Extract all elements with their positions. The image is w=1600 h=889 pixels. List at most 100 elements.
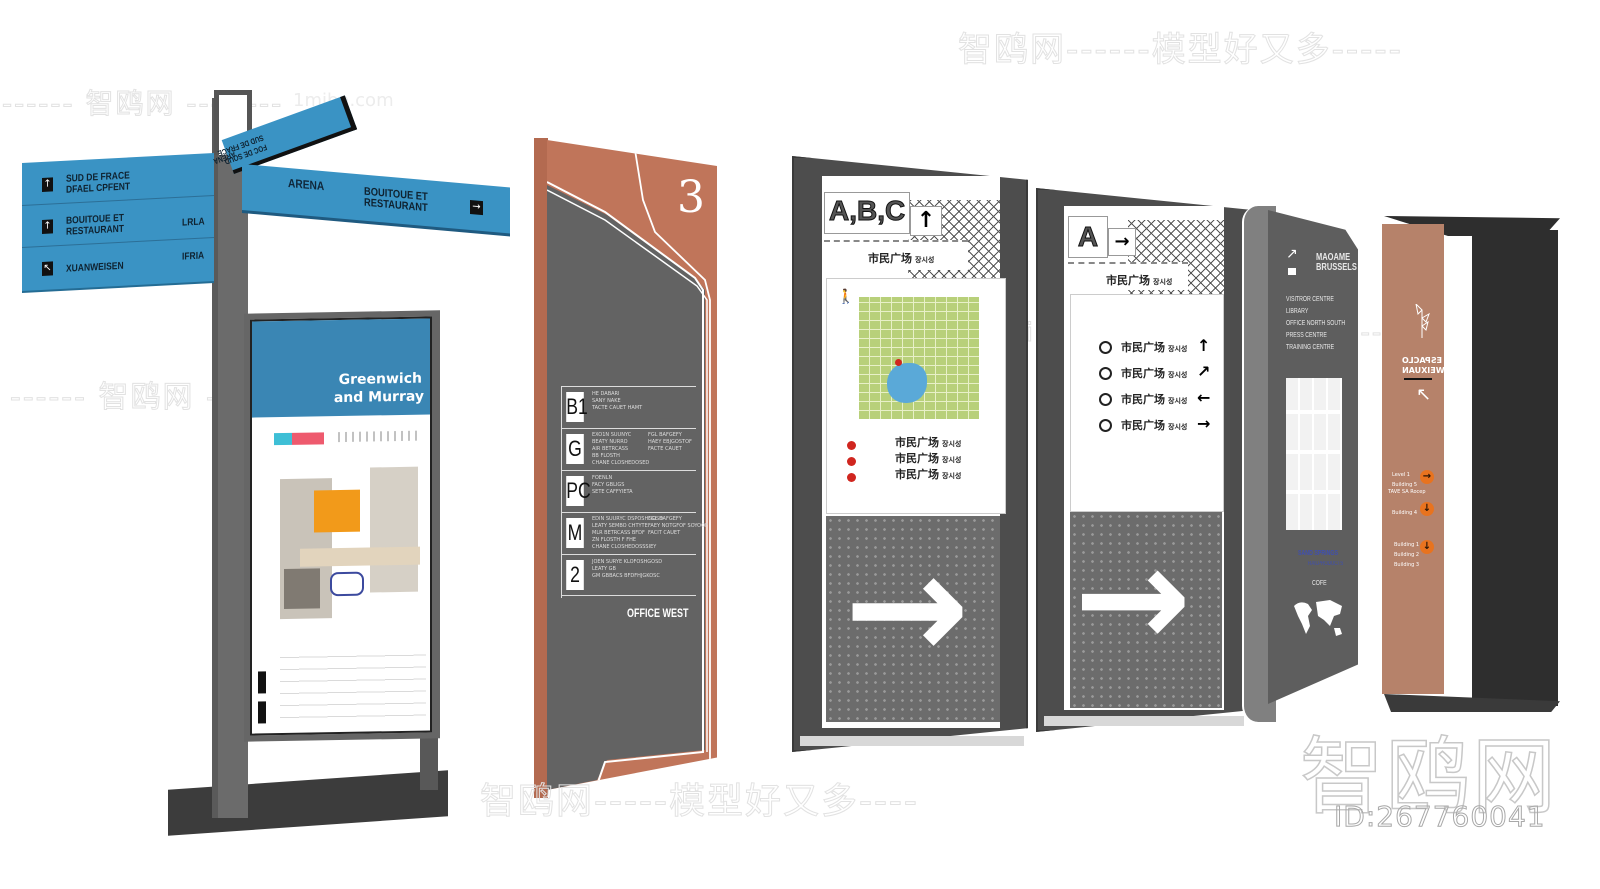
- header-label: A,B,C: [828, 195, 906, 227]
- floor-text: FGL BAFGEFY: [648, 516, 682, 522]
- legend-kr: 장시성: [942, 456, 962, 464]
- pedestrian-icon: 🚶: [837, 289, 855, 305]
- floor-row-g: G EXO1N SUUNYC BEATY NURRO AIR BETRCASS …: [562, 428, 696, 469]
- header-box: A: [1068, 216, 1108, 258]
- brand-line1: MAOAME: [1316, 252, 1351, 263]
- down-arrow-circle-icon: ↓: [1420, 540, 1434, 554]
- floor-text: BEATY NURRO: [592, 439, 628, 445]
- right-arrow-icon: →: [1114, 231, 1130, 252]
- direction-cn: 市民广场: [1121, 367, 1165, 380]
- right-arrow-circle-icon: →: [1420, 470, 1434, 484]
- legend-cn: 市民广场: [895, 436, 939, 449]
- directory-title-line1: Greenwich: [338, 370, 422, 389]
- up-right-arrow-icon: ↗: [1197, 362, 1211, 381]
- direction-cn: 市民广场: [1121, 419, 1165, 432]
- red-dot-icon: [847, 441, 856, 450]
- legend-cn: 市民广场: [895, 468, 939, 481]
- totem-face: ↗ MAOAME BRUSSELS VISITROR CENTRE LIBRAR…: [1268, 210, 1358, 704]
- blade-text-right: LRLA: [182, 216, 205, 229]
- leaf-logo-icon: [1415, 304, 1430, 338]
- direction-kr: 장시성: [1168, 345, 1188, 353]
- destination-item: LIBRARY: [1286, 308, 1309, 315]
- floor-text: CHANE CLOSHEDOSSSIEY: [592, 544, 657, 550]
- floor-text: TACTE CAUET HAMT: [592, 405, 643, 411]
- place-kr: 장시성: [915, 256, 935, 264]
- direction-cn: 市民广场: [1121, 393, 1165, 406]
- red-dot-icon: [847, 473, 856, 482]
- watermark-logo: 智鸥网: [1299, 727, 1559, 827]
- destination-item: OFFICE NORTH SOUTH: [1286, 320, 1346, 327]
- main-post: [212, 98, 248, 818]
- direction-label: Level 1: [1392, 472, 1410, 478]
- location-marker: [895, 359, 902, 366]
- blade-row: ↖ XUANWEISEN IFRIA: [22, 237, 214, 289]
- floor-label: PC: [566, 476, 591, 506]
- right-blade: ARENA BOUITOUE ET RESTAURANT →: [242, 164, 510, 234]
- totem-base: [1044, 716, 1244, 726]
- copper-panel: ESPACLO WEIXUAN ↗ → Level 1 Building 5 T…: [1382, 224, 1445, 694]
- floor-text: HAEY EBJGOSTOF: [648, 439, 692, 445]
- city-map: [859, 297, 979, 419]
- directory-board: Greenwich and Murray: [250, 316, 432, 736]
- direction-kr: 장시성: [1168, 397, 1188, 405]
- direction-kr: 장시성: [1168, 423, 1188, 431]
- header-arrow-box: ↑: [910, 206, 942, 236]
- up-arrow-icon: ↑: [1197, 336, 1211, 355]
- direction-label: Building 4: [1392, 510, 1418, 516]
- legend-kr: 장시성: [942, 440, 962, 448]
- floor-text: CHANE CLOSHEDOSED: [592, 460, 650, 466]
- floor-label: G: [566, 434, 584, 464]
- direction-label: Building 3: [1394, 562, 1420, 568]
- map-highlight: [314, 489, 360, 533]
- up-arrow-icon: ↑: [42, 177, 53, 192]
- stripe-graphic: [547, 149, 711, 790]
- floor-text: LEATY SEMBO CHTYTE: [592, 523, 648, 529]
- floor-directory-list: B1 HE DABARI SANY NAKE TACTE CAUET HAMT …: [561, 386, 708, 598]
- brand-line2: WEIXUAN: [1402, 366, 1445, 375]
- floor-text: FACY GBLIGS: [592, 482, 625, 488]
- copper-body: 3 B1 HE DABARI SANY NAKE TACTE CAUET HAM…: [547, 140, 717, 790]
- blade-text: RESTAURANT: [66, 223, 124, 238]
- header-label: A: [1077, 221, 1099, 253]
- base-plate: [168, 770, 448, 836]
- up-arrow-icon: ↑: [42, 219, 53, 234]
- direction-label: Building 5: [1392, 482, 1418, 488]
- world-map-icon: [1294, 600, 1342, 636]
- store-list: [280, 646, 426, 720]
- map-dark-block: [284, 568, 320, 610]
- header-arrow-box: →: [1108, 228, 1136, 256]
- tag-pink: [292, 432, 324, 445]
- place-cn: 市民广场: [1106, 274, 1150, 287]
- circle-icon: [1099, 367, 1112, 380]
- left-blade-group: ↑ SUD DE FRACE DFAEL CPFENT ↑ BOUITOUE E…: [22, 152, 214, 292]
- directory-board-frame: Greenwich and Murray: [244, 310, 440, 742]
- circle-icon: [1099, 419, 1112, 432]
- directory-title-line2: and Murray: [333, 388, 424, 407]
- floor-text: ZN FLOSTH F FHE: [592, 537, 637, 543]
- perforated-panel: →: [826, 516, 1000, 722]
- watermark-id: ID:267760041: [1334, 800, 1546, 834]
- floor-text: BB FLOSTH: [592, 453, 620, 459]
- up-left-arrow-icon: ↖: [42, 261, 53, 276]
- brand-underline: [1404, 378, 1432, 380]
- destination-item: VISITROR CENTRE: [1286, 296, 1334, 303]
- floor-label: M: [566, 518, 584, 548]
- direction-kr: 장시성: [1168, 371, 1188, 379]
- floor-text: FAEY NOTGFOF SOYOOF: [648, 523, 708, 529]
- red-dot-icon: [847, 457, 856, 466]
- brand-line2: BRUSSELS: [1316, 262, 1357, 273]
- floor-text: HE DABARI: [592, 391, 620, 397]
